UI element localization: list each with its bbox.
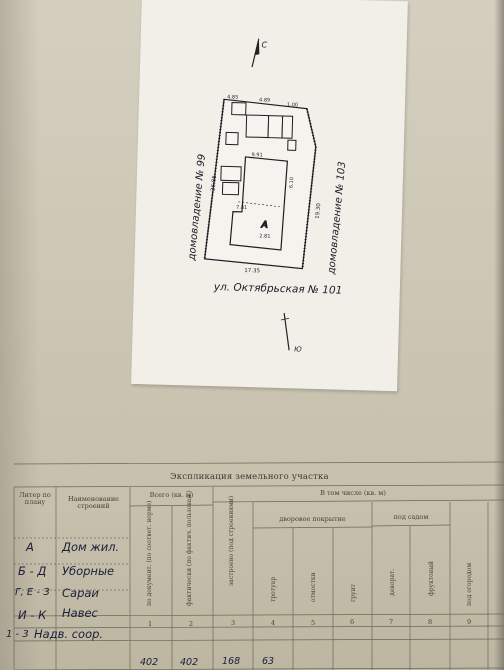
row-name: Дом жил.	[62, 540, 120, 554]
header-blind-area: отмостки	[310, 572, 317, 602]
main-house: А	[229, 156, 289, 251]
header-under-garden: под огородом	[466, 562, 473, 606]
dim-inner-1: 9.91	[251, 152, 262, 158]
header-garden-group: под садом	[393, 513, 429, 521]
dim-small-2: 1.00	[287, 102, 298, 108]
row-litera: Б - Д	[18, 564, 47, 578]
total-actual: 402	[180, 657, 199, 668]
dim-left: 26.85	[211, 175, 219, 192]
column-number-6: 6	[350, 618, 355, 626]
outbuildings	[220, 102, 297, 196]
header-ground: грунт	[350, 584, 357, 602]
header-yard-group: дворовое покрытие	[279, 515, 346, 523]
header-by-doc: по документ. (по соответ. норме)	[146, 500, 153, 606]
dim-small-1: 4.85	[227, 94, 238, 100]
header-total-group: Всего (кв. м)	[149, 491, 194, 499]
column-number-2: 2	[189, 620, 194, 628]
table-grid	[13, 461, 504, 670]
total-sidewalk: 63	[262, 656, 275, 667]
page-edge	[494, 0, 504, 670]
header-built: застроено (под строениями)	[228, 495, 235, 586]
column-number-4: 4	[271, 619, 276, 627]
north-marker: С	[262, 40, 268, 49]
total-by-doc: 402	[140, 657, 159, 668]
page-shadow	[0, 0, 40, 670]
site-plan-drawing: С А 4.89 4.85 1.00 9.91 7.81 6.10 2.	[187, 37, 348, 354]
neighbor-left: домовладение № 99	[187, 153, 208, 261]
row-name: Сараи	[62, 586, 99, 600]
header-actual: фактически (по фактич. пользован.)	[186, 490, 193, 606]
header-incl-group: В том числе (кв. м)	[320, 489, 386, 497]
street-label: ул. Октябрьская № 101	[213, 281, 343, 297]
header-fruit: фруктовый	[428, 561, 435, 596]
row-litera: И - К	[18, 608, 47, 622]
header-name: Наименование строений	[67, 495, 120, 511]
header-litera: Литер по плану	[19, 491, 51, 507]
table-title: Экспликация земельного участка	[170, 472, 329, 482]
north-arrow: С	[251, 37, 268, 68]
row-name: Уборные	[62, 564, 115, 578]
dim-inner-4: 2.81	[259, 233, 270, 239]
south-marker: Ю	[294, 345, 302, 353]
dim-inner-2: 7.81	[236, 205, 247, 211]
row-litera: 1 - 3	[6, 629, 29, 640]
row-litera: А	[26, 540, 34, 554]
row-name: Навес	[62, 606, 98, 620]
column-number-3: 3	[231, 619, 236, 627]
row-litera: Г, Е - З	[15, 587, 50, 598]
dim-inner-3: 6.10	[289, 177, 296, 188]
row-name: Надв. соор.	[34, 627, 104, 641]
land-plot-explication: Экспликация земельного участка Литер по …	[0, 456, 504, 670]
column-number-9: 9	[467, 618, 472, 626]
header-decorative: декорат.	[389, 568, 396, 596]
column-number-8: 8	[428, 618, 433, 626]
header-sidewalk: тротуар	[270, 576, 277, 602]
column-number-5: 5	[311, 619, 316, 627]
south-arrow: Ю	[280, 313, 302, 354]
column-number-1: 1	[148, 620, 153, 628]
dim-top: 4.89	[259, 97, 270, 103]
dim-right: 19.30	[315, 202, 323, 219]
site-plan-sheet: С А 4.89 4.85 1.00 9.91 7.81 6.10 2.	[131, 0, 408, 392]
column-number-7: 7	[389, 618, 394, 626]
total-built: 168	[222, 656, 241, 667]
building-label: А	[260, 220, 267, 230]
dim-front: 17.35	[244, 268, 260, 274]
neighbor-right: домовладение № 103	[326, 161, 348, 276]
